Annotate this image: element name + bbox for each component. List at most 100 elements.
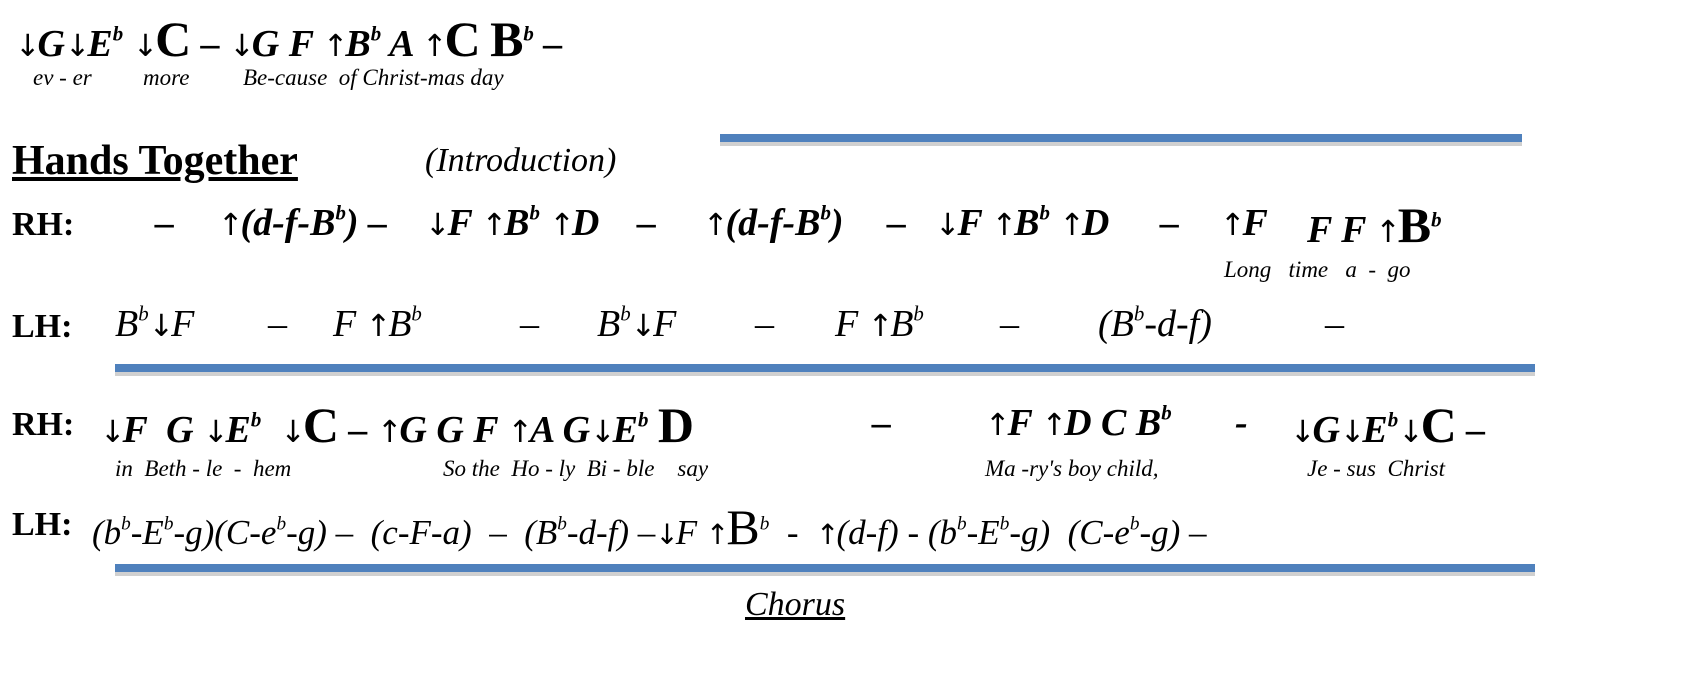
flat-sign: b	[411, 301, 422, 326]
lyric: Je - sus Christ	[1307, 456, 1445, 481]
arrow-down-icon: ↓	[425, 208, 451, 243]
arrow-up-icon: ↑	[507, 415, 533, 450]
flat-sign: b	[637, 407, 649, 432]
arrow-down-icon: ↓	[100, 415, 126, 450]
arrow-up-icon: ↑	[816, 518, 840, 551]
lyric: Long time a - go	[1224, 257, 1411, 282]
flat-sign: b	[957, 513, 967, 535]
rh-notes: ↑F ↑D C Bb	[985, 400, 1172, 444]
flat-sign: b	[112, 21, 124, 46]
arrow-up-icon: ↑	[549, 208, 575, 243]
lh-notes: –	[755, 303, 774, 345]
arrow-down-icon: ↓	[15, 29, 41, 64]
rh-notes: ↑F	[1220, 202, 1268, 244]
arrow-up-icon: ↑	[365, 309, 392, 344]
rh-notes: ↓F ↑Bb ↑D	[935, 200, 1110, 244]
arrow-up-icon: ↑	[481, 208, 508, 243]
flat-sign: b	[370, 21, 382, 46]
flat-sign: b	[1161, 400, 1172, 425]
arrow-up-icon: ↑	[322, 29, 349, 64]
rh-label: RH:	[12, 406, 75, 443]
flat-sign: b	[1129, 513, 1140, 535]
lh-notes: –	[1325, 303, 1344, 345]
rh-notes: ↑(d-f-Bb) –	[218, 200, 388, 244]
lh-notes: –	[1000, 303, 1019, 345]
arrow-up-icon: ↑	[1059, 208, 1085, 243]
lyric: So the Ho - ly Bi - ble say	[443, 456, 709, 481]
section-subtitle: (Introduction)	[425, 142, 617, 179]
lh-notes: F ↑Bb	[835, 301, 924, 345]
rh-notes: –	[872, 402, 891, 444]
large-note: C	[1420, 397, 1457, 453]
arrow-down-icon: ↓	[655, 518, 679, 551]
large-note: B	[726, 499, 760, 555]
lh-notes: Bb↓F	[597, 301, 677, 345]
arrow-down-icon: ↓	[280, 415, 306, 450]
flat-sign: b	[1133, 301, 1145, 326]
flat-sign: b	[1039, 200, 1050, 225]
arrow-up-icon: ↑	[218, 208, 244, 243]
flat-sign: b	[138, 301, 149, 326]
rh-notes: –	[637, 202, 656, 244]
flat-sign: b	[557, 513, 567, 535]
arrow-up-icon: ↑	[705, 518, 730, 551]
rh-notes: –	[1160, 202, 1179, 244]
flat-sign: b	[335, 200, 346, 225]
arrow-up-icon: ↑	[421, 29, 448, 64]
arrow-down-icon: ↓	[1290, 415, 1316, 450]
arrow-down-icon: ↓	[935, 208, 961, 243]
arrow-down-icon: ↓	[148, 309, 175, 344]
large-note: C	[155, 11, 192, 67]
lh-notes: (Bb-d-f)	[1098, 301, 1212, 345]
rh-label: RH:	[12, 206, 75, 243]
rh-notes: –	[155, 202, 174, 244]
arrow-down-icon: ↓	[1398, 415, 1424, 450]
flat-sign: b	[163, 513, 174, 535]
flat-sign: b	[523, 21, 534, 46]
rh-notes: ↓G↓Eb↓C –	[1290, 397, 1486, 453]
flat-sign: b	[820, 200, 831, 225]
chorus-heading: Chorus	[745, 586, 846, 623]
arrow-up-icon: ↑	[985, 408, 1011, 443]
lh-label: LH:	[12, 308, 73, 345]
arrow-up-icon: ↑	[1220, 208, 1246, 243]
section-title: Hands Together	[12, 138, 298, 184]
lh-notes: Bb↓F	[115, 301, 195, 345]
flat-sign: b	[913, 301, 924, 326]
divider-rule	[720, 134, 1522, 142]
rh-notes: ↓F ↑Bb ↑D	[425, 200, 600, 244]
flat-sign: b	[1431, 207, 1442, 232]
rh-notes: -	[1235, 402, 1248, 444]
lh-notes: F ↑Bb	[333, 301, 422, 345]
lyric: Ma -ry's boy child,	[985, 456, 1159, 481]
arrow-up-icon: ↑	[1375, 215, 1401, 250]
flat-sign: b	[250, 407, 262, 432]
large-note: C	[302, 397, 339, 453]
flat-sign: b	[759, 513, 770, 535]
arrow-up-icon: ↑	[867, 309, 894, 344]
arrow-down-icon: ↓	[64, 29, 91, 64]
flat-sign: b	[121, 513, 131, 535]
large-note: C	[444, 11, 481, 67]
arrow-up-icon: ↑	[703, 208, 729, 243]
divider-rule	[115, 564, 1535, 572]
arrow-up-icon: ↑	[1041, 408, 1068, 443]
large-note: D	[657, 397, 695, 453]
lyric: in Beth - le - hem	[115, 456, 292, 481]
lh-notes: (bb-Eb-g)(C-eb-g) – (c-F-a) – (Bb-d-f) –…	[92, 499, 1207, 555]
lh-notes: –	[268, 303, 287, 345]
arrow-down-icon: ↓	[630, 309, 657, 344]
large-note: B	[1397, 197, 1432, 253]
flat-sign: b	[620, 301, 631, 326]
arrow-up-icon: ↑	[991, 208, 1018, 243]
lyric: more	[143, 65, 190, 90]
arrow-down-icon: ↓	[203, 415, 229, 450]
lh-label: LH:	[12, 506, 73, 543]
top-notes: ↓G↓Eb ↓C – ↓G F ↑Bb A ↑C Bb –	[15, 11, 563, 67]
arrow-down-icon: ↓	[590, 415, 616, 450]
flat-sign: b	[276, 513, 287, 535]
rh-notes: F F ↑Bb	[1307, 197, 1442, 253]
lh-notes: –	[520, 303, 539, 345]
arrow-down-icon: ↓	[229, 29, 255, 64]
lyric: ev - er	[33, 65, 92, 90]
